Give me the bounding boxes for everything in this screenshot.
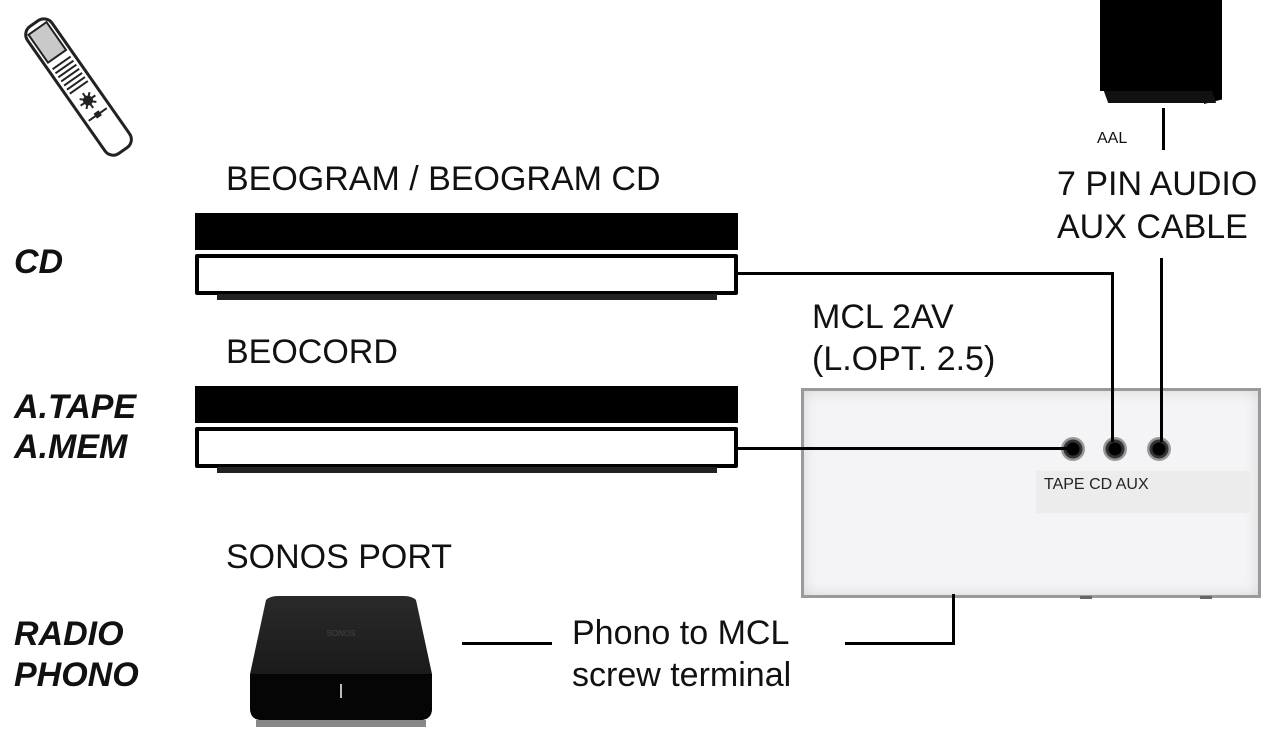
beogram-title: BEOGRAM / BEOGRAM CD <box>226 160 661 198</box>
mcl-subtitle: (L.OPT. 2.5) <box>812 340 996 378</box>
svg-text:SONOS: SONOS <box>327 629 356 638</box>
wire-aal <box>1162 108 1165 150</box>
mcl-title: MCL 2AV <box>812 298 954 336</box>
source-label-cd: CD <box>14 243 64 281</box>
jack-label-tape: TAPE <box>1044 476 1085 493</box>
beocord-title: BEOCORD <box>226 333 398 371</box>
cable-label-line1: 7 PIN AUDIO <box>1057 165 1258 203</box>
source-label-phono: PHONO <box>14 656 139 694</box>
mcl-foot <box>1200 596 1212 599</box>
speaker-side <box>1204 0 1222 104</box>
jack-cd <box>1103 437 1127 461</box>
jack-label-cd: CD <box>1089 476 1113 493</box>
wire-phono-right <box>952 594 955 645</box>
phono-label-line2: screw terminal <box>572 656 792 694</box>
wire-aux <box>1160 258 1163 442</box>
mcl-2av-box <box>801 388 1261 598</box>
speaker-base <box>1103 91 1217 103</box>
source-label-radio: RADIO <box>14 615 124 653</box>
speaker-icon <box>1100 0 1204 91</box>
wire-phono-right <box>845 642 955 645</box>
source-label-tape: A.TAPE <box>14 388 137 426</box>
phono-label-line1: Phono to MCL <box>572 614 790 652</box>
jack-label-aux: AUX <box>1115 476 1149 493</box>
wire-cd <box>738 272 1113 275</box>
sonos-port-icon: SONOS <box>250 596 432 727</box>
wire-phono-left <box>462 642 552 645</box>
remote-control-icon <box>24 17 133 157</box>
wire-tape <box>738 447 1068 450</box>
source-label-mem: A.MEM <box>14 428 128 466</box>
sonos-title: SONOS PORT <box>226 538 453 576</box>
wire-cd <box>1111 272 1114 442</box>
cable-label-line2: AUX CABLE <box>1057 208 1248 246</box>
mcl-foot <box>1080 596 1092 599</box>
aal-label: AAL <box>1097 130 1128 147</box>
jack-aux <box>1147 437 1171 461</box>
